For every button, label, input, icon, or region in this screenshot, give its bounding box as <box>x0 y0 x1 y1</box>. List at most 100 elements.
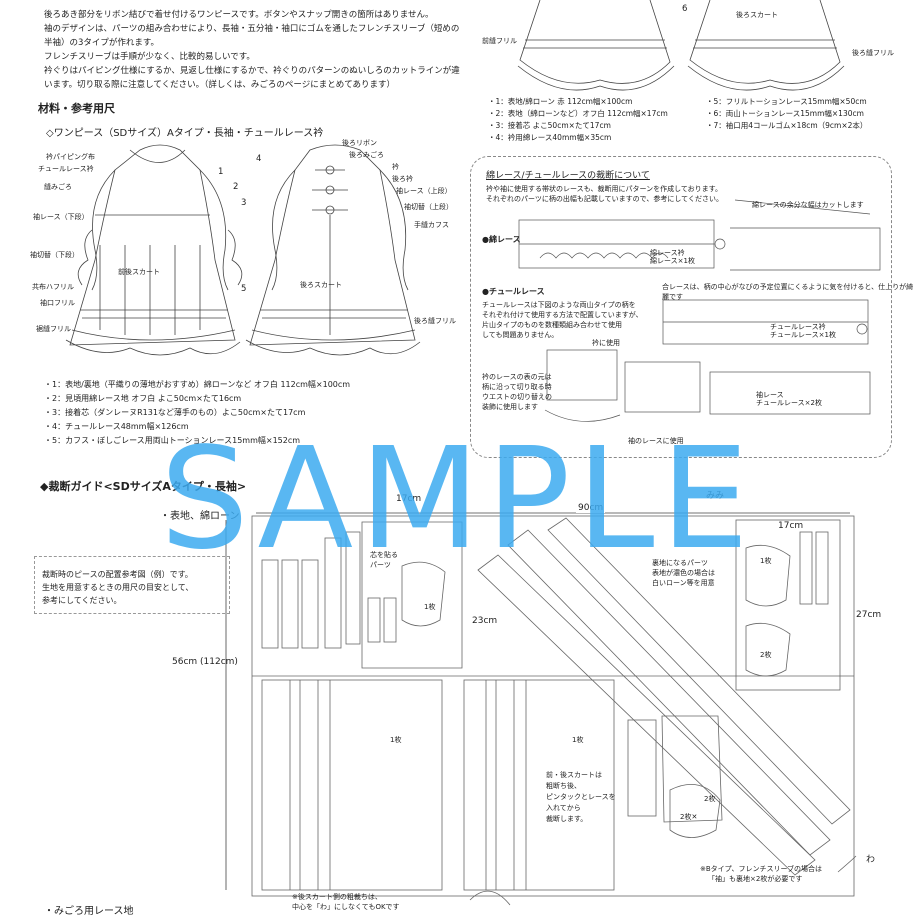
cotton-lace-part: 綿レース衿 <box>650 249 685 257</box>
callout-number: 6 <box>682 4 688 14</box>
piece-count: 1枚 <box>760 557 772 565</box>
front-label: 袖口フリル <box>40 299 75 307</box>
btype-note: ※Bタイプ、フレンチスリーブの場合は <box>700 865 823 873</box>
dimension-23cm: 23cm <box>472 616 498 626</box>
materials-list-a: ・1：表地/裏地（平織りの薄地がおすすめ）綿ローンなど オフ白 112cm幅×1… <box>44 378 350 448</box>
front-label: 袖レース（下段） <box>33 213 89 221</box>
back-label: 袖切替（上段） <box>404 203 453 211</box>
lace-cutting-box <box>470 156 892 458</box>
lining-note: 裏地になるパーツ <box>652 559 708 567</box>
cutting-note-text: 裁断時のピースの配置参考図（例）です。 生地を用意するときの用尺の目安として、 … <box>42 568 193 607</box>
cutting-note-box <box>34 556 230 614</box>
interfacing-note: パーツ <box>370 561 391 569</box>
callout-number: 3 <box>241 198 247 208</box>
back-label: 手縫カフス <box>414 221 449 229</box>
note-line: 前・後スカートは <box>546 771 602 779</box>
interfacing-note: 芯を貼る <box>370 551 398 559</box>
top-label: 前縫フリル <box>482 37 517 45</box>
back-skirt-note: 中心を「わ」にしなくてもOKです <box>292 903 400 911</box>
dimension-56cm: 56cm (112cm) <box>172 657 238 667</box>
back-label: 袖レース（上段） <box>396 187 452 195</box>
sleeve-lace-label: 袖レース <box>756 391 784 399</box>
top-label: 後ろスカート <box>736 11 778 19</box>
back-label: 後ろリボン <box>342 139 377 147</box>
note-line: それぞれ付けて使用する方法で配置していますが、 <box>482 311 643 319</box>
note-line: 粗断ち後、 <box>546 782 581 790</box>
materials-item: ・3：接着芯 よこ50cm×たて17cm <box>488 121 611 130</box>
back-skirt-note: ※後スカート側の粗裁ちは、 <box>292 893 382 901</box>
materials-heading: 材料・参考用尺 <box>38 102 115 115</box>
piece-count: 1枚 <box>390 736 402 744</box>
dimension-17cm-right: 17cm <box>778 521 804 531</box>
materials-item: ・2：見頃用綿レース地 オフ白 よこ50cm×たて16cm <box>44 394 242 403</box>
collar-use-label: 衿に使用 <box>592 339 620 347</box>
top-label: 後ろ縫フリル <box>852 49 894 57</box>
callout-number: 5 <box>241 284 247 294</box>
note-line: 柄に沿って切り取る時 <box>482 383 552 391</box>
tulle-lace-label: ●チュールレース <box>482 287 545 296</box>
back-label: 後ろ衿 <box>392 175 413 183</box>
materials-list-b1: ・1：表地/綿ローン 赤 112cm幅×100cm ・2：表地（綿ローンなど）オ… <box>488 96 668 144</box>
materials-item: ・4：衿用綿レース40mm幅×35cm <box>488 133 612 142</box>
materials-item: ・1：表地/裏地（平織りの薄地がおすすめ）綿ローンなど オフ白 112cm幅×1… <box>44 380 351 389</box>
materials-item: ・6：両山トーションレース15mm幅×130cm <box>706 109 864 118</box>
intro-line: 衿ぐりはパイピング仕様にするか、見返し仕様にするかで、衿ぐりのパターンのぬいしろ… <box>44 66 460 76</box>
fold-label: わ <box>866 855 876 865</box>
tulle-lace-note: チュールレースは下図のような両山タイプの柄を それぞれ付けて使用する方法で配置し… <box>482 300 643 340</box>
note-line: ピンタックとレースを <box>546 793 616 801</box>
tulle-top-note: 合レースは、柄の中心がなびの予定位置にくるように気を付けると、仕上りが綺麗です <box>662 283 914 301</box>
back-label: 後ろみごろ <box>349 151 384 159</box>
front-label: 袖切替（下段） <box>30 251 79 259</box>
dimension-27cm: 27cm <box>856 610 882 620</box>
tulle-part: チュールレース衿 <box>770 323 826 331</box>
cotton-lace-label: ●綿レース <box>482 235 521 244</box>
note-line: 入れてから <box>546 804 581 812</box>
front-label: 前後スカート <box>118 268 160 276</box>
btype-note: 「袖」も裏地×2枚が必要です <box>708 875 803 883</box>
note-line: 生地を用意するときの用尺の目安として、 <box>42 583 194 592</box>
cutting-guide-heading: ◆裁断ガイド<SDサイズAタイプ・長袖> <box>40 480 247 493</box>
note-line: 衿や袖に使用する帯状のレースも、裁断用にパターンを作成しております。 <box>486 185 722 193</box>
sleeve-use-label: 袖のレースに使用 <box>628 437 684 445</box>
note-line: それぞれのパーツに柄の出幅も記載していますので、参考にしてください。 <box>486 195 723 203</box>
intro-text: 後ろあき部分をリボン結びで着せ付けるワンピースです。ボタンやスナップ開きの箇所は… <box>44 8 460 92</box>
front-label: 衿パイピング布 <box>46 153 95 161</box>
back-label: 衿 <box>392 163 399 171</box>
piece-count: 2枚✕ <box>680 813 698 821</box>
note-line: 装飾に使用します <box>482 403 538 411</box>
materials-item: ・5：フリルトーションレース15mm幅×50cm <box>706 97 867 106</box>
dimension-90cm: 90cm <box>576 503 606 513</box>
cotton-lace-part-count: 綿レース×1枚 <box>650 257 695 265</box>
piece-count: 2枚 <box>704 795 716 803</box>
lace-side-note: 衿のレースの表の元は 柄に沿って切り取る時 ウエストの切り替えの 装飾に使用しま… <box>482 372 552 412</box>
materials-item: ・5：カフス・ぼしごレース用両山トーションレース15mm幅×152cm <box>44 436 301 445</box>
bodice-lace-label: ・みごろ用レース地 <box>44 906 134 917</box>
front-dress-illustration <box>65 144 243 356</box>
intro-line: 半袖）の3タイプが作れます。 <box>44 38 160 48</box>
materials-list-b2: ・5：フリルトーションレース15mm幅×50cm ・6：両山トーションレース15… <box>706 96 867 132</box>
intro-line: 袖のデザインは、パーツの組み合わせにより、長袖・五分袖・袖口にゴムを通したフレン… <box>44 24 460 34</box>
note-line: 片山タイプのものを数種類組み合わせて使用 <box>482 321 622 329</box>
lace-diagrams <box>518 199 881 422</box>
callout-number: 1 <box>218 167 224 177</box>
note-line: チュールレースは下図のような両山タイプの柄を <box>482 301 636 309</box>
selvage-label: みみ <box>706 491 725 501</box>
materials-item: ・7：袖口用4コールゴム×18cm（9cm×2本） <box>706 121 868 130</box>
materials-item: ・1：表地/綿ローン 赤 112cm幅×100cm <box>488 97 633 106</box>
materials-item: ・2：表地（綿ローンなど）オフ白 112cm幅×17cm <box>488 109 668 118</box>
lace-box-title: 綿レース/チュールレースの裁断について <box>486 171 650 181</box>
front-label: 共布ハフリル <box>32 283 74 291</box>
dimension-17cm: 17cm <box>396 494 422 504</box>
note-line: しても問題ありません。 <box>482 331 559 339</box>
note-line: 衿のレースの表の元は <box>482 373 552 381</box>
top-dresses-illustration <box>517 0 845 91</box>
piece-count: 1枚 <box>572 736 584 744</box>
lining-note: 白いローン等を用意 <box>652 579 715 587</box>
back-label: 後ろ縫フリル <box>414 317 456 325</box>
lace-box-note: 衿や袖に使用する帯状のレースも、裁断用にパターンを作成しております。 それぞれの… <box>486 184 723 204</box>
note-line: 裁断します。 <box>546 815 588 823</box>
front-label: 縫みごろ <box>44 183 72 191</box>
callout-number: 2 <box>233 182 239 192</box>
sleeve-lace-count: チュールレース×2枚 <box>756 399 822 407</box>
materials-item: ・4：チュールレース48mm幅×126cm <box>44 422 189 431</box>
